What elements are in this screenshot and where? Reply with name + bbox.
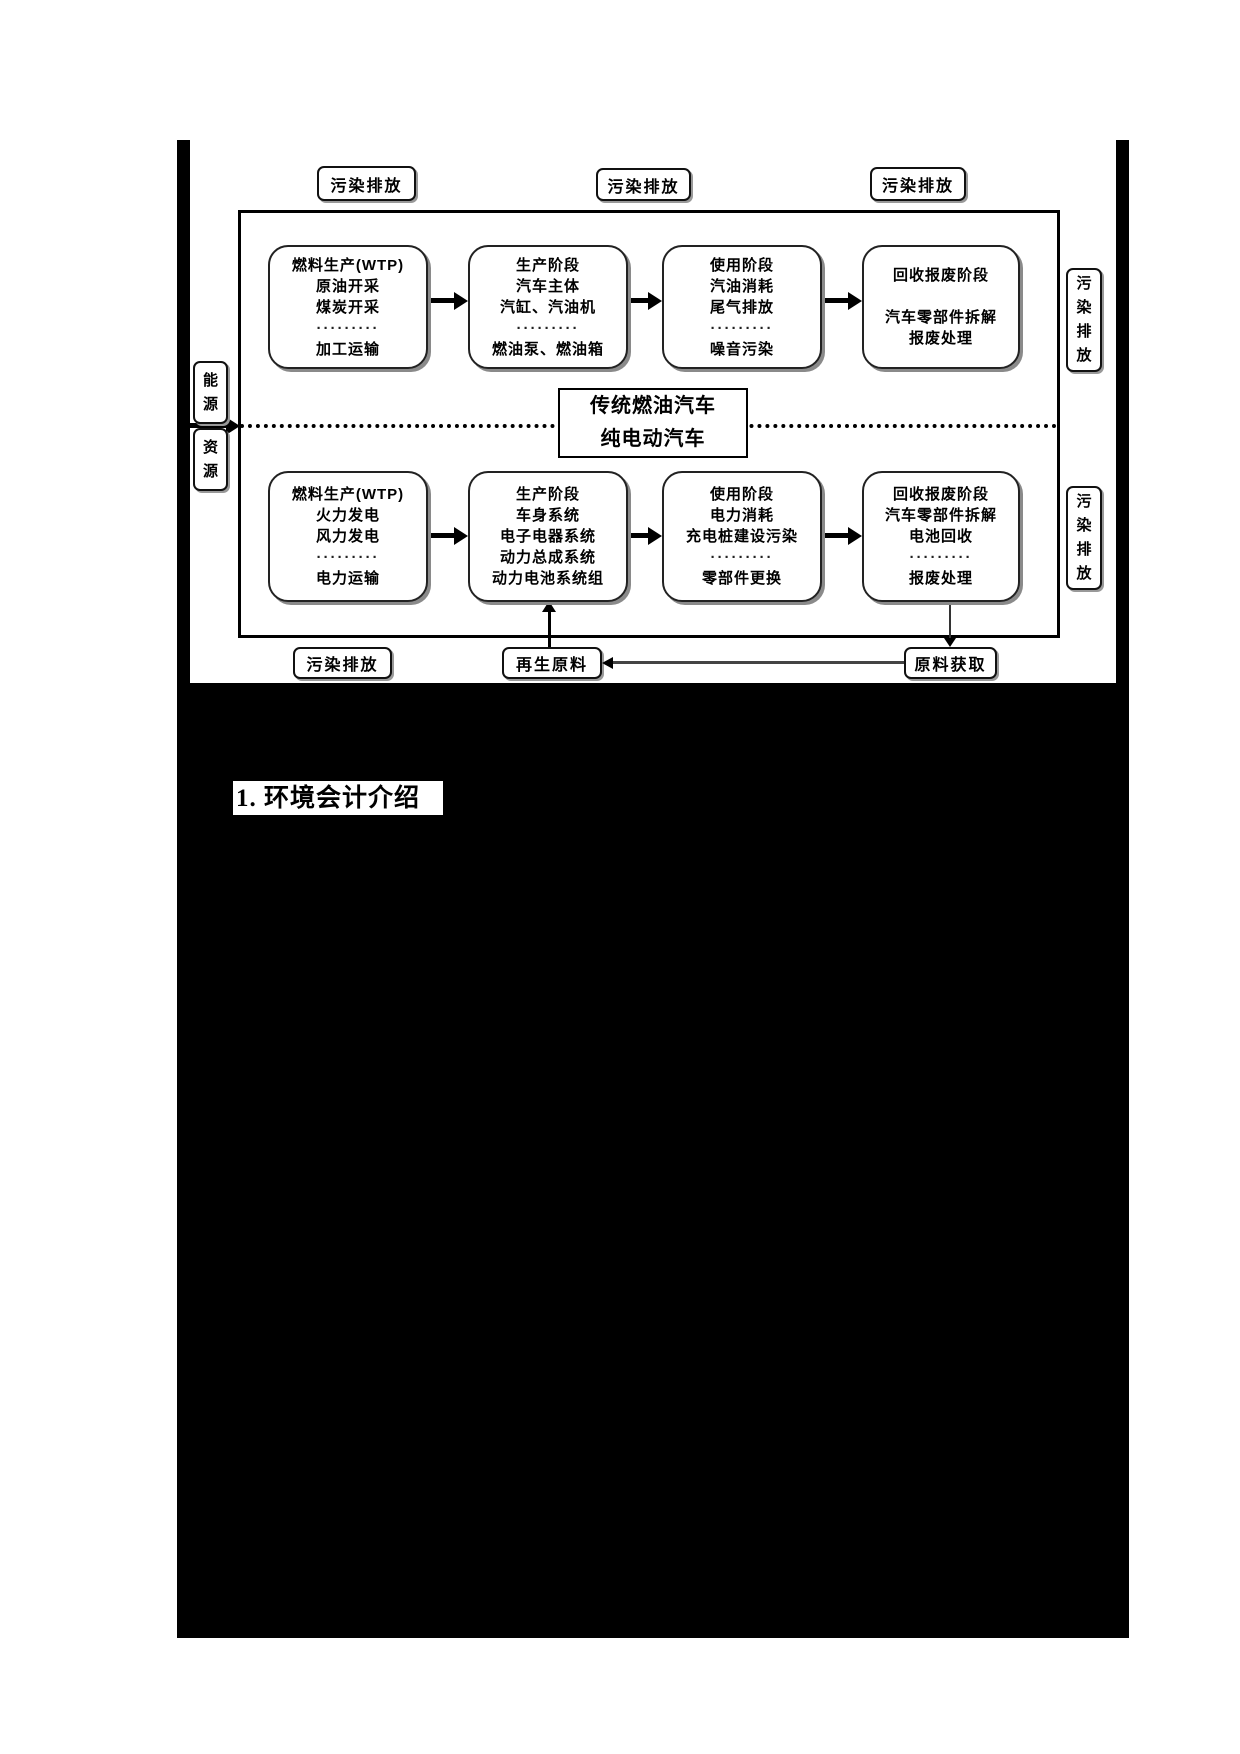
row2-arrow-2-head <box>648 526 662 545</box>
box-line: 汽缸、汽油机 <box>499 298 596 316</box>
top-pollution-label-3: 污染排放 <box>870 167 966 201</box>
right-pollution-label-upper: 污染排放 <box>1066 268 1102 372</box>
box-line: 使用阶段 <box>709 486 774 503</box>
recycle-scrap-box-row2: 回收报废阶段 汽车零部件拆解 电池回收 ········· 报废处理 <box>862 471 1020 602</box>
source-arrow-shaft <box>190 423 226 428</box>
box-line: 燃料生产(WTP) <box>291 486 405 503</box>
vehicle-type-divider-box: 传统燃油汽车 纯电动汽车 <box>558 388 748 458</box>
section-heading-strip: 1. 环境会计介绍 <box>233 781 443 815</box>
row2-arrow-3-shaft <box>822 533 849 538</box>
section-heading: 1. 环境会计介绍 <box>236 784 421 812</box>
row2-arrow-3-head <box>848 526 862 545</box>
acquire-to-recycled-head <box>602 656 613 669</box>
material-acquisition-label: 原料获取 <box>904 647 997 679</box>
ellipsis-line: ········· <box>710 319 774 337</box>
box-line: 生产阶段 <box>515 256 580 274</box>
recycled-up-arrow-shaft <box>548 612 551 647</box>
use-stage-box-row2: 使用阶段 电力消耗 充电桩建设污染 ········· 零部件更换 <box>662 471 822 602</box>
box-line: 风力发电 <box>315 528 380 545</box>
ellipsis-line: ········· <box>316 319 380 337</box>
scrap-down-arrow-head <box>944 638 956 647</box>
box-line: 汽车零部件拆解 <box>884 309 997 326</box>
label-text: 污染排放 <box>330 177 403 195</box>
resource-label: 资源 <box>202 438 218 480</box>
traditional-fuel-vehicle-label: 传统燃油汽车 <box>590 395 716 417</box>
box-line: 回收报废阶段 <box>892 267 989 284</box>
energy-label: 能源 <box>202 371 218 413</box>
top-pollution-label-2: 污染排放 <box>596 168 691 201</box>
box-line: 零部件更换 <box>701 570 782 587</box>
box-line: 电力消耗 <box>709 507 774 524</box>
box-line: 动力总成系统 <box>499 549 596 566</box>
ellipsis-line: ········· <box>316 549 380 566</box>
box-line: 回收报废阶段 <box>892 486 989 503</box>
label-text: 污染排放 <box>1076 493 1092 582</box>
box-line: 汽车零部件拆解 <box>884 507 997 524</box>
box-line: 燃油泵、燃油箱 <box>491 340 604 358</box>
box-line: 车身系统 <box>515 507 580 524</box>
energy-source-box: 能源 <box>193 361 228 424</box>
row2-arrow-2-shaft <box>628 533 649 538</box>
row2-arrow-1-head <box>454 526 468 545</box>
row1-arrow-1-shaft <box>428 298 455 303</box>
row1-arrow-1-head <box>454 291 468 310</box>
box-line: 电子电器系统 <box>499 528 596 545</box>
bottom-pollution-label: 污染排放 <box>293 647 392 679</box>
label-text: 再生原料 <box>515 657 588 674</box>
scrap-down-line <box>949 602 951 640</box>
resource-source-box: 资源 <box>193 428 228 491</box>
ellipsis-line: ········· <box>516 319 580 337</box>
box-line: 使用阶段 <box>709 256 774 274</box>
pure-electric-vehicle-label: 纯电动汽车 <box>600 428 706 450</box>
box-line: 煤炭开采 <box>315 298 380 316</box>
acquire-to-recycled-shaft <box>613 661 904 664</box>
recycle-scrap-box-row1: 回收报废阶段 汽车零部件拆解 报废处理 <box>862 245 1020 369</box>
ellipsis-line: ········· <box>909 549 973 566</box>
box-line: 尾气排放 <box>709 298 774 316</box>
label-text: 污染排放 <box>881 178 954 195</box>
label-text: 污染排放 <box>607 178 680 196</box>
right-black-bar <box>1116 140 1129 683</box>
box-line: 报废处理 <box>908 330 973 347</box>
recycled-material-label: 再生原料 <box>502 647 602 679</box>
box-line: 电池回收 <box>908 528 973 545</box>
box-line: 电力运输 <box>315 570 380 587</box>
label-text: 污染排放 <box>1076 275 1092 364</box>
box-line: 火力发电 <box>315 507 380 524</box>
box-line: 报废处理 <box>908 570 973 587</box>
box-line: 汽车主体 <box>515 277 580 295</box>
box-line: 动力电池系统组 <box>491 570 604 587</box>
row1-arrow-3-shaft <box>822 298 849 303</box>
fuel-production-box-row1: 燃料生产(WTP) 原油开采 煤炭开采 ········· 加工运输 <box>268 245 428 369</box>
box-line: 加工运输 <box>315 340 380 358</box>
box-line: 充电桩建设污染 <box>685 528 798 545</box>
top-pollution-label-1: 污染排放 <box>317 166 416 201</box>
label-text: 原料获取 <box>914 657 987 674</box>
box-line: 噪音污染 <box>709 340 774 358</box>
production-stage-box-row2: 生产阶段 车身系统 电子电器系统 动力总成系统 动力电池系统组 <box>468 471 628 602</box>
recycled-up-arrow-head <box>542 601 556 612</box>
row2-arrow-1-shaft <box>428 533 455 538</box>
box-line: 生产阶段 <box>515 486 580 503</box>
label-text: 污染排放 <box>306 657 379 674</box>
box-line: 汽油消耗 <box>709 277 774 295</box>
redacted-black-block <box>177 683 1129 1638</box>
row1-arrow-3-head <box>848 291 862 310</box>
ellipsis-line: ········· <box>710 549 774 566</box>
row1-arrow-2-shaft <box>628 298 649 303</box>
right-pollution-label-lower: 污染排放 <box>1066 486 1102 590</box>
fuel-production-box-row2: 燃料生产(WTP) 火力发电 风力发电 ········· 电力运输 <box>268 471 428 602</box>
box-line: 原油开采 <box>315 277 380 295</box>
use-stage-box-row1: 使用阶段 汽油消耗 尾气排放 ········· 噪音污染 <box>662 245 822 369</box>
production-stage-box-row1: 生产阶段 汽车主体 汽缸、汽油机 ········· 燃油泵、燃油箱 <box>468 245 628 369</box>
row1-arrow-2-head <box>648 291 662 310</box>
left-black-bar <box>177 140 190 683</box>
box-line: 燃料生产(WTP) <box>291 256 405 274</box>
source-arrow-head <box>226 416 240 435</box>
